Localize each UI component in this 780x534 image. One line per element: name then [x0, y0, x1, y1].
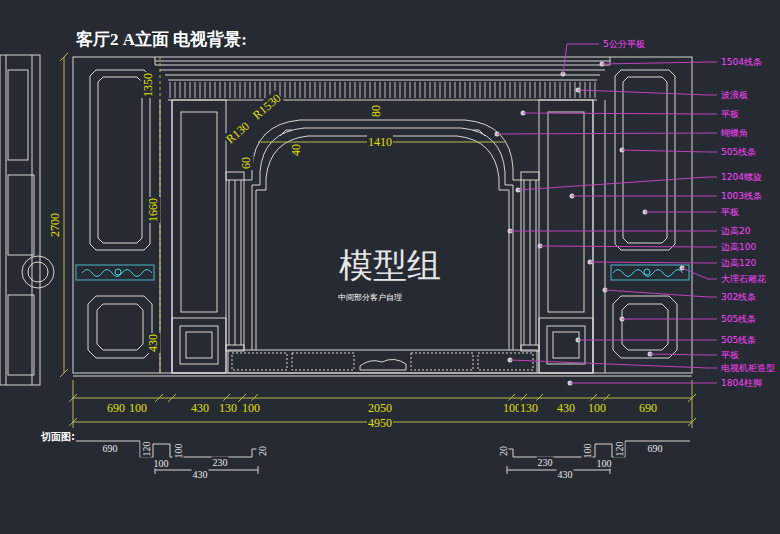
- material-callout: 边高20: [720, 225, 751, 238]
- leader-line: [563, 44, 599, 74]
- leader-line: [523, 113, 717, 114]
- leader-line: [645, 212, 717, 213]
- leader-line: [578, 90, 717, 95]
- material-callout: 平板: [720, 349, 740, 362]
- material-callout: 平板: [720, 108, 740, 121]
- material-callout: 5公分平板: [602, 38, 646, 51]
- leader-line: [602, 62, 717, 64]
- dimension-text: 1410: [367, 135, 393, 150]
- leader-line: [497, 133, 717, 134]
- dimension-text: 130: [218, 401, 238, 416]
- leader-line: [510, 231, 717, 232]
- material-callout: 1504线条: [720, 56, 763, 69]
- section-dimension: 20: [498, 445, 509, 457]
- leader-line: [518, 177, 717, 190]
- leader-line: [578, 340, 717, 341]
- section-dimension: 230: [537, 457, 554, 468]
- leader-line: [510, 360, 717, 368]
- material-callout: 1804柱脚: [720, 377, 763, 390]
- material-callout: 平板: [720, 206, 740, 219]
- section-title: 切面图:: [40, 430, 76, 444]
- section-dimension: 120: [614, 441, 625, 458]
- section-dimension: 690: [102, 443, 119, 454]
- leader-line: [605, 290, 717, 297]
- material-callout: 1204螺旋: [720, 171, 763, 184]
- material-callout: 电视机柜造型: [720, 362, 776, 375]
- leader-line: [572, 196, 717, 197]
- leader-line: [650, 354, 717, 355]
- dimension-text: 80: [369, 104, 384, 118]
- drawing-title: 客厅2 A立面 电视背景:: [75, 28, 248, 51]
- dimension-text: 100: [241, 401, 261, 416]
- material-callout: 505线条: [720, 313, 757, 326]
- material-callout: 505线条: [720, 146, 757, 159]
- material-callout: 1003线条: [720, 190, 763, 203]
- dimension-text: 130: [519, 401, 539, 416]
- dimension-text: 430: [146, 333, 161, 353]
- dimension-text: 690: [638, 401, 658, 416]
- leader-line: [682, 268, 717, 279]
- leader-line: [570, 383, 717, 384]
- dimension-text: 2050: [367, 401, 393, 416]
- dimension-text: 100: [587, 401, 607, 416]
- dimension-text: 1660: [146, 197, 161, 223]
- material-callout: 302线条: [720, 291, 757, 304]
- section-dimension: 230: [212, 457, 229, 468]
- dimension-text: 430: [190, 401, 210, 416]
- material-callout: 大理石雕花: [720, 273, 767, 286]
- dimension-text: 40: [289, 143, 304, 157]
- section-dimension: 100: [596, 458, 613, 469]
- material-callout: 蝴蝶角: [720, 127, 749, 140]
- dimension-text: R130: [222, 118, 253, 147]
- dimension-text: 1350: [141, 72, 156, 98]
- section-dimension: 430: [192, 469, 209, 480]
- section-dimension: 100: [582, 443, 593, 460]
- section-dimension: 120: [141, 441, 152, 458]
- material-callout: 边高100: [720, 241, 757, 254]
- leader-line: [622, 319, 717, 320]
- dimension-text: 2700: [48, 212, 63, 238]
- watermark: 模型组: [338, 243, 442, 289]
- material-callout: 波浪板: [720, 89, 749, 102]
- dimension-text: 60: [239, 156, 254, 170]
- section-dimension: 100: [153, 458, 170, 469]
- leader-line: [590, 262, 717, 263]
- section-dimension: 690: [647, 443, 664, 454]
- dimension-text: 690: [106, 401, 126, 416]
- section-dimension: 100: [173, 443, 184, 460]
- leader-line: [622, 150, 717, 152]
- dimension-text: 430: [556, 401, 576, 416]
- leader-line: [540, 246, 717, 247]
- material-callout: 505线条: [720, 334, 757, 347]
- dimension-text: 4950: [367, 416, 393, 431]
- note-text: 中间部分客户自理: [337, 292, 403, 303]
- section-dimension: 430: [557, 469, 574, 480]
- material-callout: 边高120: [720, 257, 757, 270]
- section-dimension: 20: [257, 445, 268, 457]
- dimension-text: 100: [128, 401, 148, 416]
